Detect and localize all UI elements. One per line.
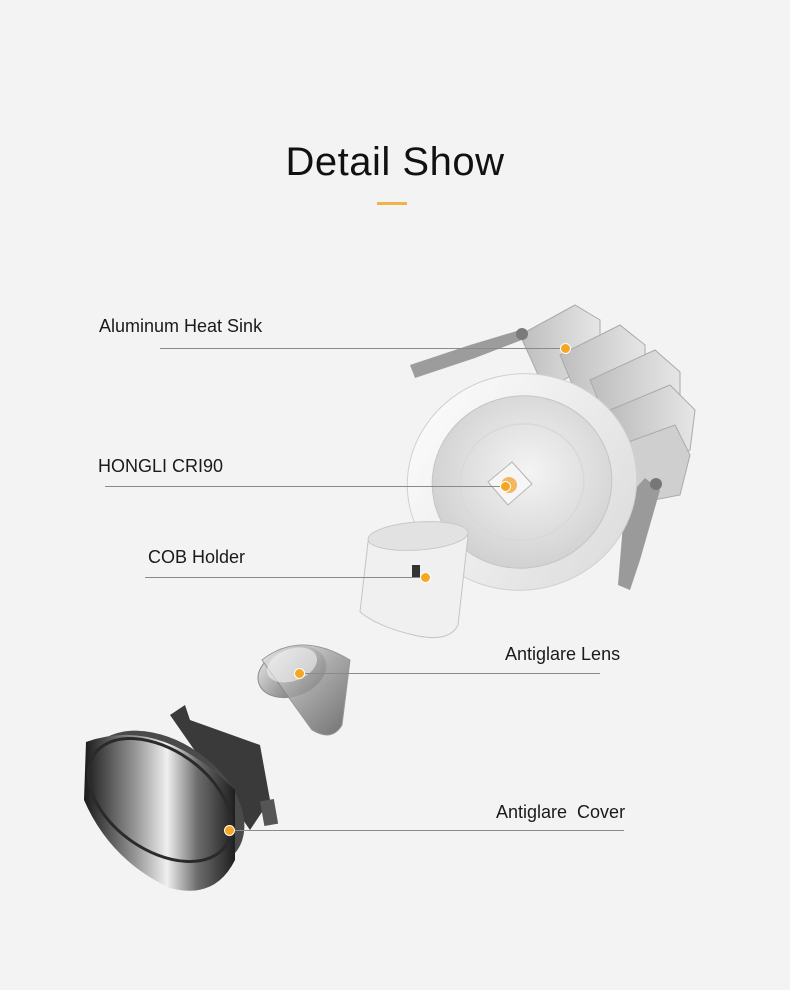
callout-dot-antiglare-lens xyxy=(294,668,305,679)
callout-label-antiglare-lens: Antiglare Lens xyxy=(505,644,621,664)
callout-leader-heat-sink xyxy=(160,348,566,349)
callout-dot-cob-holder xyxy=(420,572,431,583)
antiglare-lens xyxy=(257,644,351,736)
callout-leader-cob-holder xyxy=(145,577,425,578)
callout-leader-antiglare-cover xyxy=(232,830,624,831)
cob-holder xyxy=(359,521,469,639)
callout-label-cob-chip: HONGLI CRI90 xyxy=(98,456,224,476)
antiglare-cover xyxy=(84,705,279,891)
title-accent-bar xyxy=(377,202,407,205)
callout-label-antiglare-cover: Antiglare Cover xyxy=(496,802,626,822)
callout-dot-heat-sink xyxy=(560,343,571,354)
spring-clip-top xyxy=(410,328,528,378)
callout-label-cob-holder: COB Holder xyxy=(148,547,246,567)
callout-label-heat-sink: Aluminum Heat Sink xyxy=(99,316,263,336)
callout-dot-cob-chip xyxy=(500,481,511,492)
callout-dot-antiglare-cover xyxy=(224,825,235,836)
callout-leader-antiglare-lens xyxy=(302,673,600,674)
page-title: Detail Show xyxy=(285,140,505,184)
callout-leader-cob-chip xyxy=(105,486,505,487)
